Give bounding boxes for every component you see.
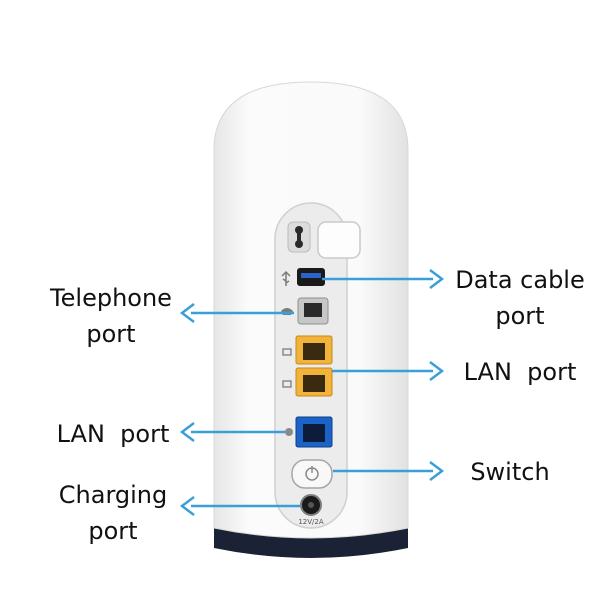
label-lan-port-left: LAN port <box>48 416 178 452</box>
label-charging-port: Charging port <box>48 477 178 549</box>
label-switch-line1: Switch <box>470 458 550 486</box>
power-switch[interactable] <box>291 459 333 489</box>
arrow-lan-port-left <box>179 422 285 442</box>
port-cover-flap[interactable] <box>317 221 361 259</box>
label-lan-port-left-line1: LAN port <box>56 420 170 448</box>
usb-port-inner <box>301 273 321 278</box>
top-socket <box>287 221 311 253</box>
power-icon <box>305 466 319 481</box>
arrow-switch <box>333 461 445 481</box>
lan-port-yellow-1-hole <box>303 343 325 360</box>
label-charging-port-line1: Charging <box>58 481 168 509</box>
label-data-cable-port-line2: port <box>495 302 545 330</box>
label-switch: Switch <box>455 454 565 490</box>
lan-port-yellow-2-hole <box>303 375 325 392</box>
callout-arrows <box>179 269 445 516</box>
lan-port-blue-hole <box>303 424 325 442</box>
label-lan-port-right: LAN port <box>455 354 585 390</box>
power-rating-label: 12V/2A <box>298 518 324 526</box>
charging-port-pin <box>308 502 314 508</box>
lan-icon <box>282 348 292 388</box>
label-telephone-port-line2: port <box>86 320 136 348</box>
label-charging-port-line2: port <box>88 517 138 545</box>
label-data-cable-port: Data cable port <box>450 262 590 334</box>
lan-indicator-dot <box>285 428 293 436</box>
arrow-lan-port-right <box>332 361 445 381</box>
label-data-cable-port-line1: Data cable <box>455 266 585 294</box>
usb-icon <box>281 270 291 286</box>
label-telephone-port-line1: Telephone <box>50 284 172 312</box>
arrow-telephone-port <box>179 303 294 323</box>
arrow-data-cable-port <box>322 269 445 289</box>
label-lan-port-right-line1: LAN port <box>463 358 577 386</box>
arrow-charging-port <box>179 496 300 516</box>
label-telephone-port: Telephone port <box>38 280 184 352</box>
telephone-port-hole <box>304 303 322 317</box>
